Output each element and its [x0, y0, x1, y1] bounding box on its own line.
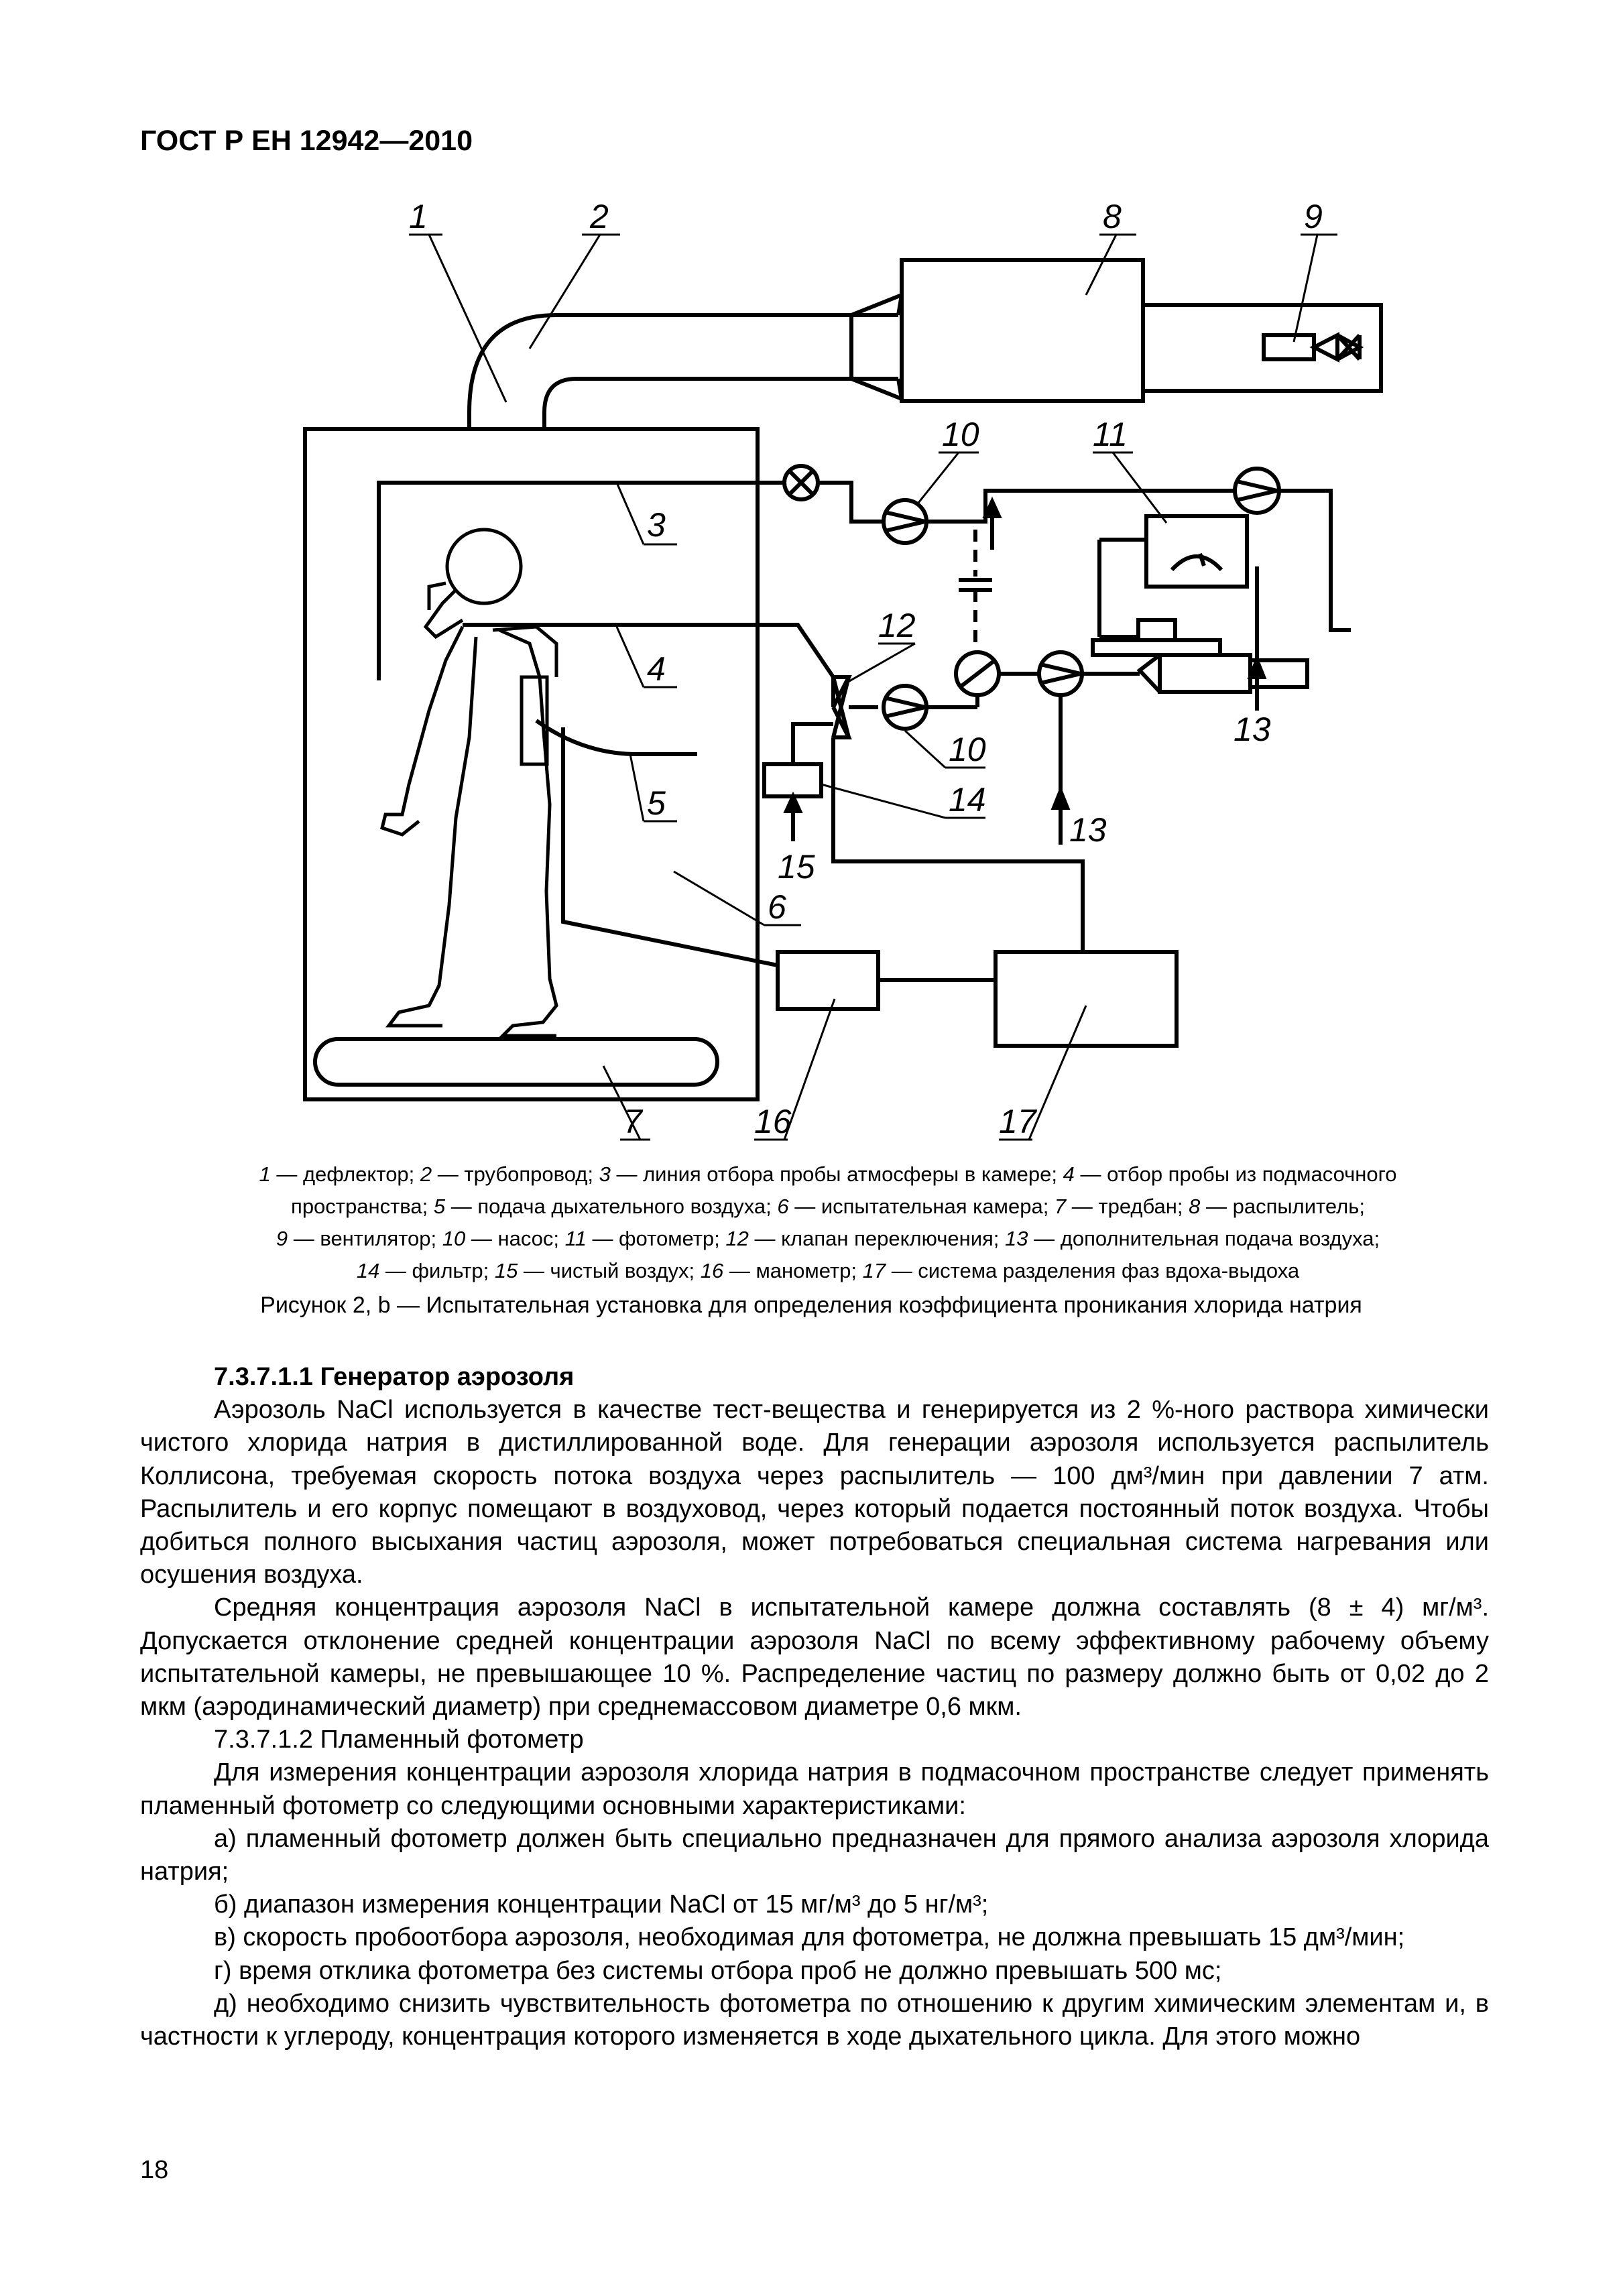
legend-line: 14 — фильтр; 15 — чистый воздух; 16 — ма…	[356, 1259, 1300, 1282]
figure-legend: 1 — дефлектор; 2 — трубопровод; 3 — лини…	[181, 1158, 1475, 1287]
duct-elbow	[467, 313, 898, 429]
test-setup-diagram: 1 2 8 9 10 11 3 12 4 13 10 5 14 13 15 6 …	[303, 198, 1383, 1141]
callout-17: 17	[999, 1103, 1038, 1140]
callout-3: 3	[647, 506, 666, 544]
legend-line: пространства; 5 — подача дыхательного во…	[291, 1195, 1365, 1218]
callout-7: 7	[623, 1103, 644, 1140]
callout-5: 5	[647, 784, 666, 822]
switching-valve	[831, 675, 852, 709]
fan	[1262, 333, 1316, 361]
callout-8: 8	[1103, 198, 1122, 235]
list-item: в) скорость пробоотбора аэрозоля, необхо…	[214, 1923, 1405, 1952]
page-number: 18	[140, 2156, 169, 2184]
list-item: а) пламенный фотометр должен быть специа…	[140, 1824, 1489, 1886]
paragraph: Для измерения концентрации аэрозоля хлор…	[140, 1758, 1489, 1820]
treadmill	[313, 1037, 719, 1087]
callout-16: 16	[754, 1103, 792, 1140]
standard-header: ГОСТ Р ЕН 12942—2010	[140, 125, 473, 157]
list-item: б) диапазон измерения концентрации NaCl …	[214, 1890, 989, 1919]
flame-burner	[1091, 638, 1222, 657]
filter	[762, 762, 823, 798]
callout-1: 1	[409, 198, 428, 235]
callout-4: 4	[647, 650, 666, 688]
callout-13-right: 13	[1234, 711, 1271, 748]
callout-2: 2	[589, 198, 609, 235]
legend-line: 1 — дефлектор; 2 — трубопровод; 3 — лини…	[259, 1162, 1397, 1186]
legend-line: 9 — вентилятор; 10 — насос; 11 — фотомет…	[276, 1227, 1380, 1250]
phase-separation-system	[994, 950, 1179, 1048]
callout-10-top: 10	[942, 416, 979, 453]
callout-11: 11	[1093, 416, 1128, 453]
photometer	[1144, 514, 1249, 589]
callout-14: 14	[949, 781, 986, 819]
callout-15: 15	[778, 848, 815, 886]
callout-12: 12	[878, 607, 916, 644]
paragraph: Аэрозоль NaCl используется в качестве те…	[140, 1396, 1489, 1589]
list-item: г) время отклика фотометра без системы о…	[214, 1956, 1222, 1985]
section-heading: 7.3.7.1.1 Генератор аэрозоля	[214, 1363, 575, 1391]
callout-10-bottom: 10	[949, 731, 986, 768]
test-subject	[380, 528, 558, 1038]
manometer	[776, 950, 880, 1011]
callout-13-middle: 13	[1069, 811, 1107, 849]
paragraph: Средняя концентрация аэрозоля NaCl в исп…	[140, 1593, 1489, 1721]
callout-6: 6	[768, 888, 786, 926]
body-text: 7.3.7.1.1 Генератор аэрозоля Аэрозоль Na…	[140, 1361, 1489, 2053]
section-heading: 7.3.7.1.2 Пламенный фотометр	[214, 1726, 584, 1754]
figure-caption: Рисунок 2, b — Испытательная установка д…	[260, 1292, 1362, 1318]
list-item: д) необходимо снизить чувствительность ф…	[140, 1989, 1489, 2051]
nebulizer	[900, 258, 1145, 403]
callout-9: 9	[1304, 198, 1323, 235]
